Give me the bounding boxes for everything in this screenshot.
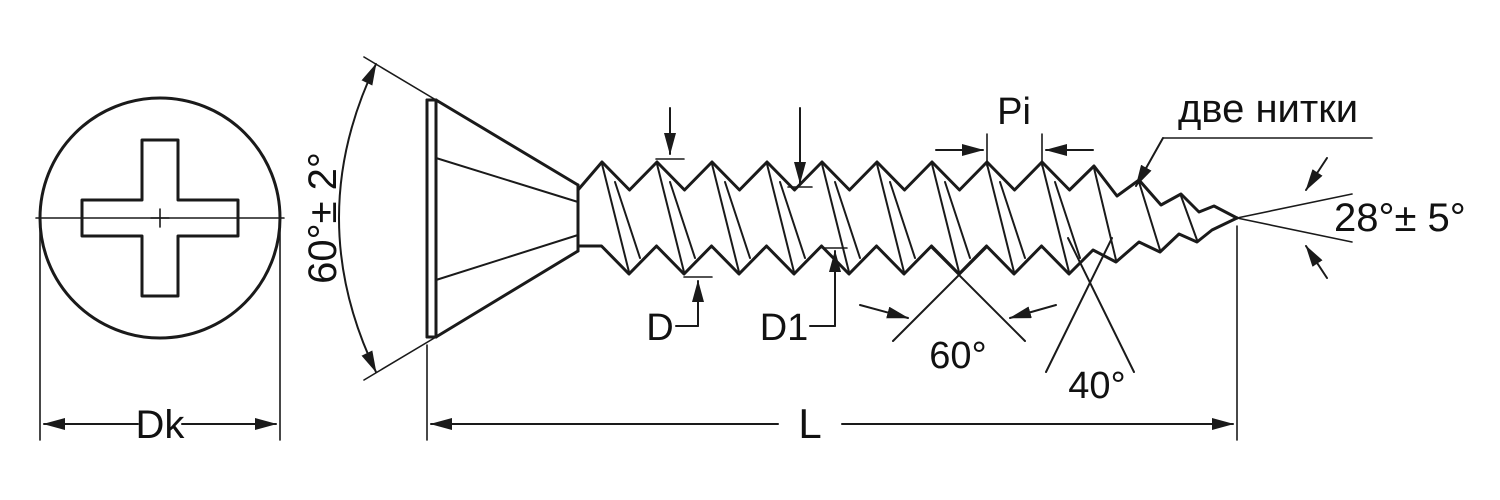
phillips-recess [80,138,240,298]
thread-bottom-outline [576,216,1239,276]
label-root-diameter: D1 [760,307,809,349]
dim-head-angle: 60°± 2° [301,56,437,381]
label-tip-thread-angle: 40° [1068,365,1125,407]
label-pitch: Pi [997,91,1031,133]
screw-head-front-view [35,96,285,340]
thread-profile [576,160,1239,276]
screw-head-side [425,98,580,339]
label-head-angle: 60°± 2° [301,152,345,284]
head-outline [38,96,282,340]
dim-root-diameter: D1 [760,107,848,349]
label-tip-angle: 28°± 5° [1334,196,1466,240]
label-thread-profile-angle: 60° [929,335,986,377]
dim-thread-profile-angle: 60° [859,246,1057,377]
dim-pitch: Pi [935,91,1094,167]
thread-helix-lines [601,163,1198,273]
screw-side-view [425,98,1239,339]
dim-tip-angle: 28°± 5° [1236,157,1466,279]
dim-outer-diameter: D [646,107,713,349]
dim-length: L [426,225,1238,447]
label-outer-diameter: D [646,307,673,349]
label-head-diameter: Dk [136,403,186,447]
thread-top-outline [576,160,1239,220]
dim-tip-thread-angle: 40° [1045,237,1135,407]
center-mark-icon [150,208,170,228]
label-length: L [798,400,821,447]
label-double-thread: две нитки [1178,87,1358,131]
callout-double-thread: две нитки [1135,87,1373,187]
dim-head-diameter: Dk [39,225,281,447]
